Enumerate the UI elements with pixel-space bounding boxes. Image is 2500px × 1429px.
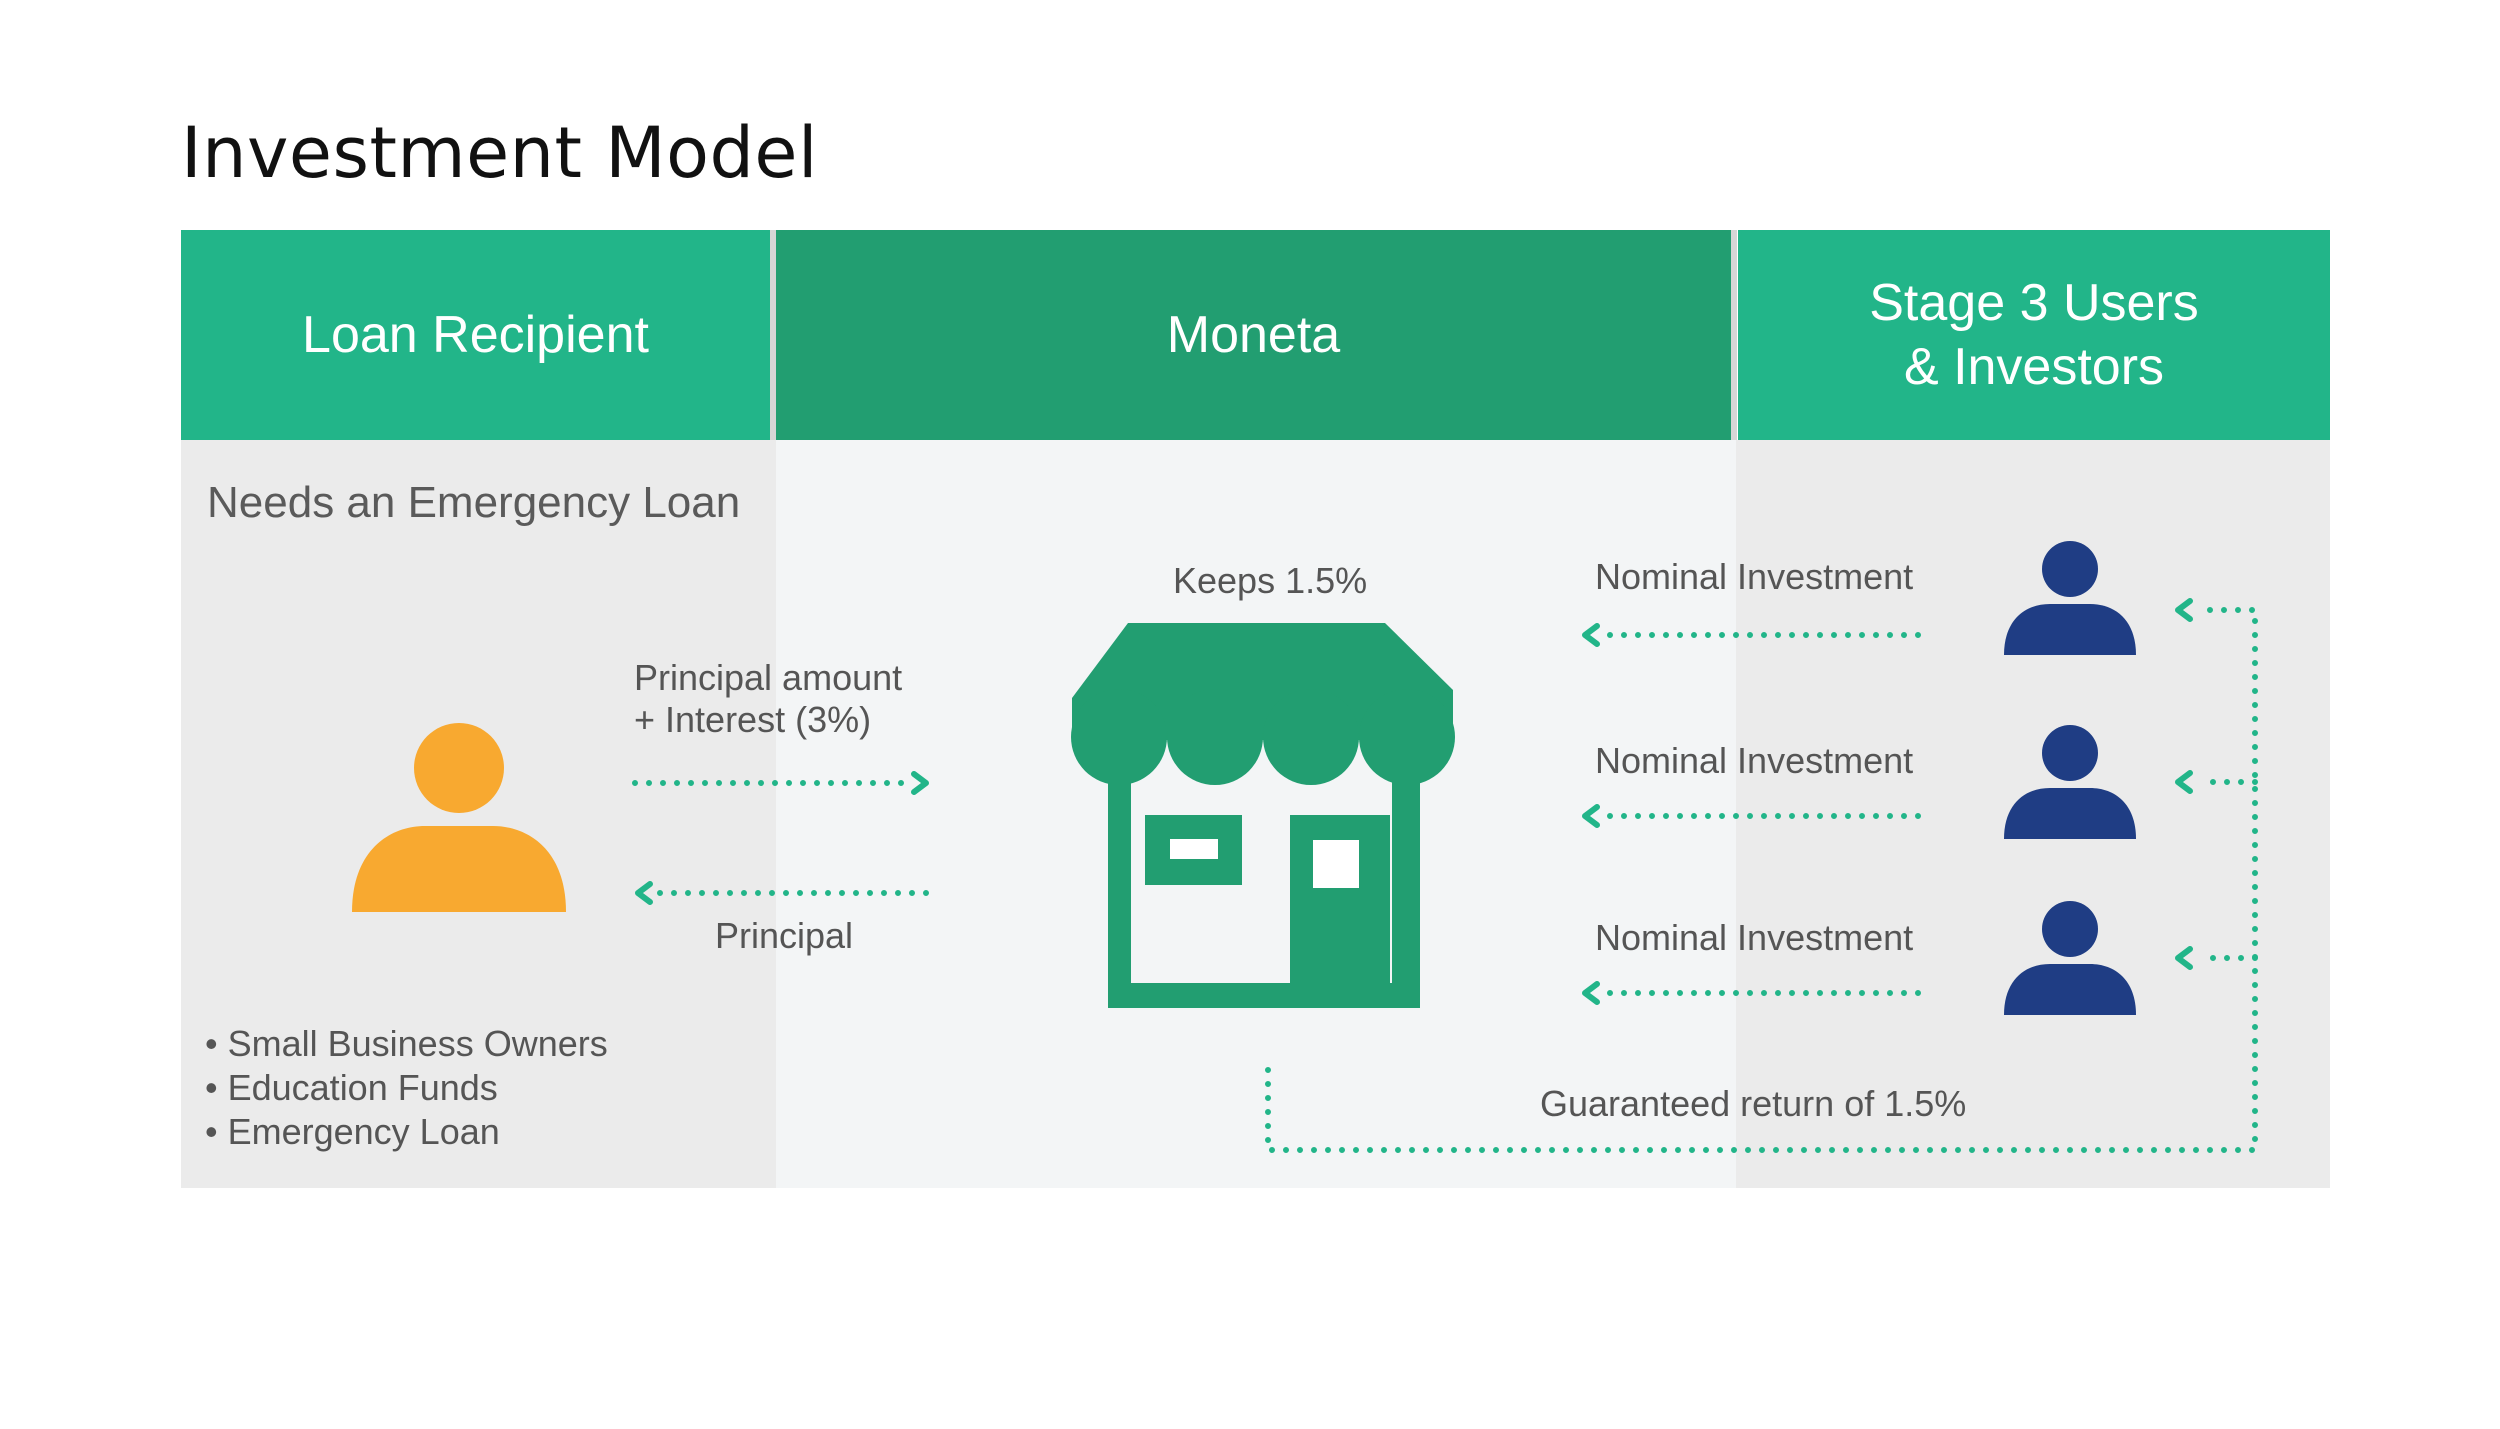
list-item: Emergency Loan <box>205 1110 608 1154</box>
arrowhead-icon <box>911 771 929 795</box>
principal-label: Principal <box>715 915 854 956</box>
principal-interest-label-1: Principal amount <box>634 657 903 698</box>
header-moneta: Moneta <box>776 230 1731 440</box>
recipient-bullet-list: Small Business Owners Education Funds Em… <box>205 1022 608 1154</box>
storefront-icon <box>1071 623 1455 1008</box>
header-loan-recipient: Loan Recipient <box>181 230 770 440</box>
arrowhead-icon <box>1582 981 1600 1005</box>
nominal-investment-label: Nominal Investment <box>1595 917 1914 958</box>
arrowhead-icon <box>2175 946 2193 970</box>
arrowhead-icon <box>2175 770 2193 794</box>
page-title: Investment Model <box>181 112 818 194</box>
guaranteed-return-label: Guaranteed return of 1.5% <box>1540 1083 1967 1124</box>
recipient-subtitle: Needs an Emergency Loan <box>207 478 741 527</box>
moneta-keeps-label: Keeps 1.5% <box>1173 560 1368 601</box>
person-icon <box>352 723 566 912</box>
arrowhead-icon <box>635 881 653 905</box>
header-investors: Stage 3 Users & Investors <box>1738 230 2330 440</box>
list-item: Small Business Owners <box>205 1022 608 1066</box>
arrowhead-icon <box>1582 804 1600 828</box>
principal-interest-label-2: + Interest (3%) <box>634 699 872 740</box>
header-investors-line1: Stage 3 Users <box>1869 274 2199 332</box>
arrowhead-icon <box>1582 623 1600 647</box>
list-item: Education Funds <box>205 1066 608 1110</box>
arrowhead-icon <box>2175 598 2193 622</box>
header-divider <box>1731 230 1737 440</box>
header-divider <box>770 230 776 440</box>
person-icon <box>2004 541 2136 655</box>
header-loan-recipient-label: Loan Recipient <box>302 306 649 364</box>
moneta-panel <box>776 440 1736 1188</box>
nominal-investment-label: Nominal Investment <box>1595 556 1914 597</box>
header-moneta-label: Moneta <box>1166 306 1341 364</box>
person-icon <box>2004 725 2136 839</box>
person-icon <box>2004 901 2136 1015</box>
header-investors-line2: & Investors <box>1903 338 2165 396</box>
return-flow-line <box>1265 607 2258 1153</box>
nominal-investment-label: Nominal Investment <box>1595 740 1914 781</box>
